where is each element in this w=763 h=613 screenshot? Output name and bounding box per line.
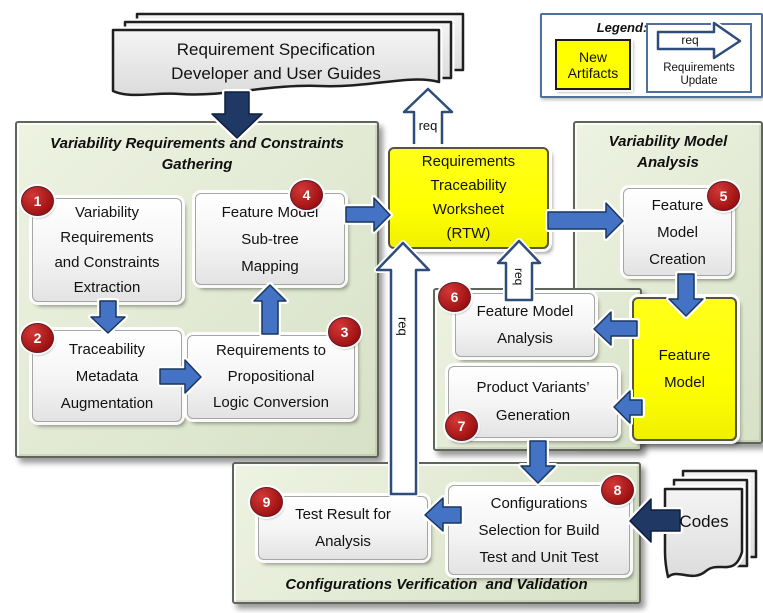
req-label-right: req [512, 268, 526, 286]
panel-gathering-title: Variability Requirements and Constraints… [50, 135, 344, 173]
panel-model-analysis-title: Variability Model Analysis [608, 133, 728, 171]
step-5-badge: 5 [707, 181, 740, 211]
rtw-artifact-box: Requirements Traceability Worksheet (RTW… [388, 147, 549, 249]
step-3-badge: 3 [328, 317, 361, 347]
step-2-badge: 2 [21, 323, 54, 353]
step-2-box: Traceability Metadata Augmentation [32, 330, 182, 422]
step-8-box: Configurations Selection for Build Test … [448, 485, 630, 575]
legend: Legend: New Artifacts Requirements Updat… [540, 13, 763, 98]
legend-title: Legend: [596, 20, 648, 35]
step-9-badge: 9 [250, 487, 283, 517]
step-1-box: Variability Requirements and Constraints… [32, 198, 182, 302]
legend-new-artifacts-swatch: New Artifacts [555, 39, 631, 90]
codes-label: Codes [679, 512, 729, 531]
step-8-badge: 8 [601, 475, 634, 505]
step-6-badge: 6 [438, 282, 471, 312]
step-3-box: Requirements to Propositional Logic Conv… [187, 335, 355, 419]
feature-model-artifact-box: Feature Model [632, 297, 737, 441]
step-1-badge: 1 [21, 186, 54, 216]
step-4-badge: 4 [290, 180, 323, 210]
legend-req-update-caption: Requirements Update [663, 62, 735, 87]
req-label-top: req [418, 117, 438, 133]
step-6-box: Feature Model Analysis [455, 293, 595, 357]
legend-req-label: req [681, 33, 699, 47]
req-label-center: req [395, 316, 411, 336]
requirement-specification-label: Requirement Specification Developer and … [171, 40, 381, 83]
req-update-arrow-center-icon [374, 240, 432, 497]
panel-verification-title: Configurations Verification and Validati… [285, 576, 588, 593]
step-7-badge: 7 [445, 411, 478, 441]
step-4-box: Feature Model Sub-tree Mapping [195, 193, 345, 285]
step-9-box: Test Result for Analysis [258, 496, 428, 560]
